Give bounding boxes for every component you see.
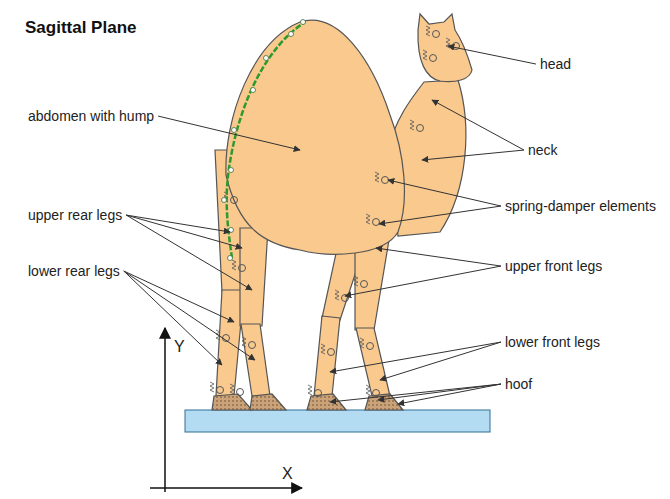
part-label: hoof: [505, 376, 532, 392]
leader-line: [398, 384, 501, 404]
part-label: spring-damper elements: [505, 198, 656, 214]
leader-line: [126, 215, 252, 290]
spring-damper-symbols: [210, 26, 460, 397]
title: Sagittal Plane: [25, 18, 136, 38]
leader-line: [158, 116, 300, 150]
head-shape: [418, 14, 472, 82]
leader-line: [448, 46, 536, 64]
ground: [185, 410, 490, 432]
leader-line: [124, 271, 234, 322]
leader-line: [380, 342, 501, 380]
leader-line: [378, 384, 501, 400]
part-label: upper front legs: [505, 258, 602, 274]
leader-line: [345, 266, 501, 296]
axis-label: X: [282, 465, 293, 483]
leader-line: [388, 180, 501, 206]
leader-line: [422, 150, 524, 160]
part-label: head: [540, 56, 571, 72]
part-label: lower front legs: [505, 334, 600, 350]
part-label: upper rear legs: [28, 207, 122, 223]
leader-line: [126, 215, 242, 248]
leader-line: [330, 384, 501, 402]
x-axis: [150, 487, 302, 489]
leader-line: [124, 271, 222, 365]
leader-line: [379, 206, 501, 224]
part-label: neck: [528, 142, 558, 158]
y-axis: [164, 328, 166, 492]
axis-label: Y: [174, 338, 185, 356]
leader-line: [376, 248, 501, 266]
leader-line: [330, 342, 501, 372]
leader-line: [432, 100, 524, 150]
abdomen-shape: [226, 20, 405, 254]
back-muscle-line: [222, 20, 306, 261]
part-label: abdomen with hump: [28, 108, 154, 124]
leader-line: [124, 271, 255, 360]
part-label: lower rear legs: [28, 263, 120, 279]
